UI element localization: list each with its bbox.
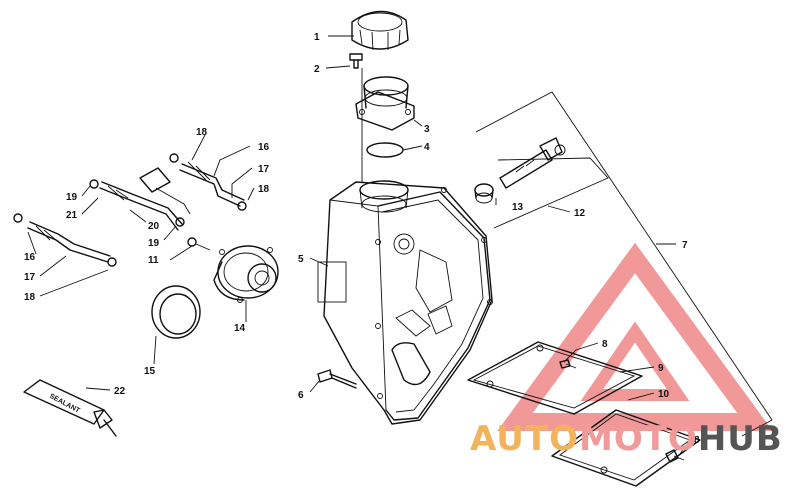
- mounting-bracket-9: [467, 341, 643, 415]
- callout-16-lower: 16: [24, 252, 36, 263]
- leader-lines: [27, 35, 691, 455]
- callout-12: 12: [574, 208, 586, 219]
- watermark-triangle-inner: [580, 321, 690, 401]
- fuel-pump-module: [213, 245, 279, 303]
- sender-group-outline-12: [493, 157, 609, 229]
- fuel-hose-middle: [89, 179, 185, 231]
- callout-20: 20: [148, 221, 160, 232]
- fuel-hose-upper: [169, 153, 247, 211]
- callout-21: 21: [66, 210, 78, 221]
- callout-7: 7: [682, 240, 688, 251]
- watermark-text-moto: MOTO: [579, 419, 698, 459]
- callout-numbers: 1 2 3 4 5 6 7 8 8 9 10 11 12 13 14 15 16…: [24, 32, 700, 446]
- callout-8-lower: 8: [694, 435, 700, 446]
- assembly-group-outline-7: [475, 91, 773, 437]
- sender-grommet: [474, 183, 494, 204]
- neck-o-ring: [366, 142, 404, 158]
- tank-bolt: [317, 369, 357, 389]
- callout-5: 5: [298, 254, 304, 265]
- callout-6: 6: [298, 390, 304, 401]
- fuel-connector: [139, 167, 191, 215]
- watermark-logo: [497, 242, 773, 431]
- callout-16-upper: 16: [258, 142, 270, 153]
- callout-3: 3: [424, 124, 430, 135]
- filler-cap: [351, 10, 409, 51]
- callout-14: 14: [234, 323, 246, 334]
- tank-body: [317, 180, 493, 425]
- callout-13: 13: [512, 202, 524, 213]
- callout-18-bottom: 18: [24, 292, 36, 303]
- watermark-triangle-outer: [497, 242, 773, 431]
- cap-screw: [349, 53, 363, 69]
- watermark-text-hub: HUB: [698, 419, 783, 459]
- callout-17-lower: 17: [24, 272, 36, 283]
- watermark-text-auto: AUTO: [470, 419, 579, 459]
- callout-1: 1: [314, 32, 320, 43]
- callout-8-upper: 8: [602, 339, 608, 350]
- pump-seal-ring: [151, 285, 201, 339]
- callout-19-upper: 19: [66, 192, 78, 203]
- fuel-hose-lower: [13, 213, 117, 267]
- sealant-tube: SEALANT: [23, 379, 117, 437]
- callout-22: 22: [114, 386, 126, 397]
- filler-neck: [355, 76, 415, 131]
- callout-18-middle: 18: [258, 184, 270, 195]
- fuel-level-sender: [499, 137, 566, 189]
- sealant-tube-label: SEALANT: [48, 393, 81, 415]
- callout-10: 10: [658, 389, 670, 400]
- callout-17-upper: 17: [258, 164, 270, 175]
- pump-bolt-11: [187, 237, 211, 251]
- watermark-text: AUTOMOTOHUB: [470, 419, 783, 459]
- callout-9: 9: [658, 363, 664, 374]
- callout-19-lower: 19: [148, 238, 160, 249]
- bracket-screw-lower: [665, 449, 685, 463]
- callout-4: 4: [424, 142, 430, 153]
- callout-18-top: 18: [196, 127, 208, 138]
- callout-15: 15: [144, 366, 156, 377]
- callout-11: 11: [148, 255, 159, 266]
- callout-2: 2: [314, 64, 320, 75]
